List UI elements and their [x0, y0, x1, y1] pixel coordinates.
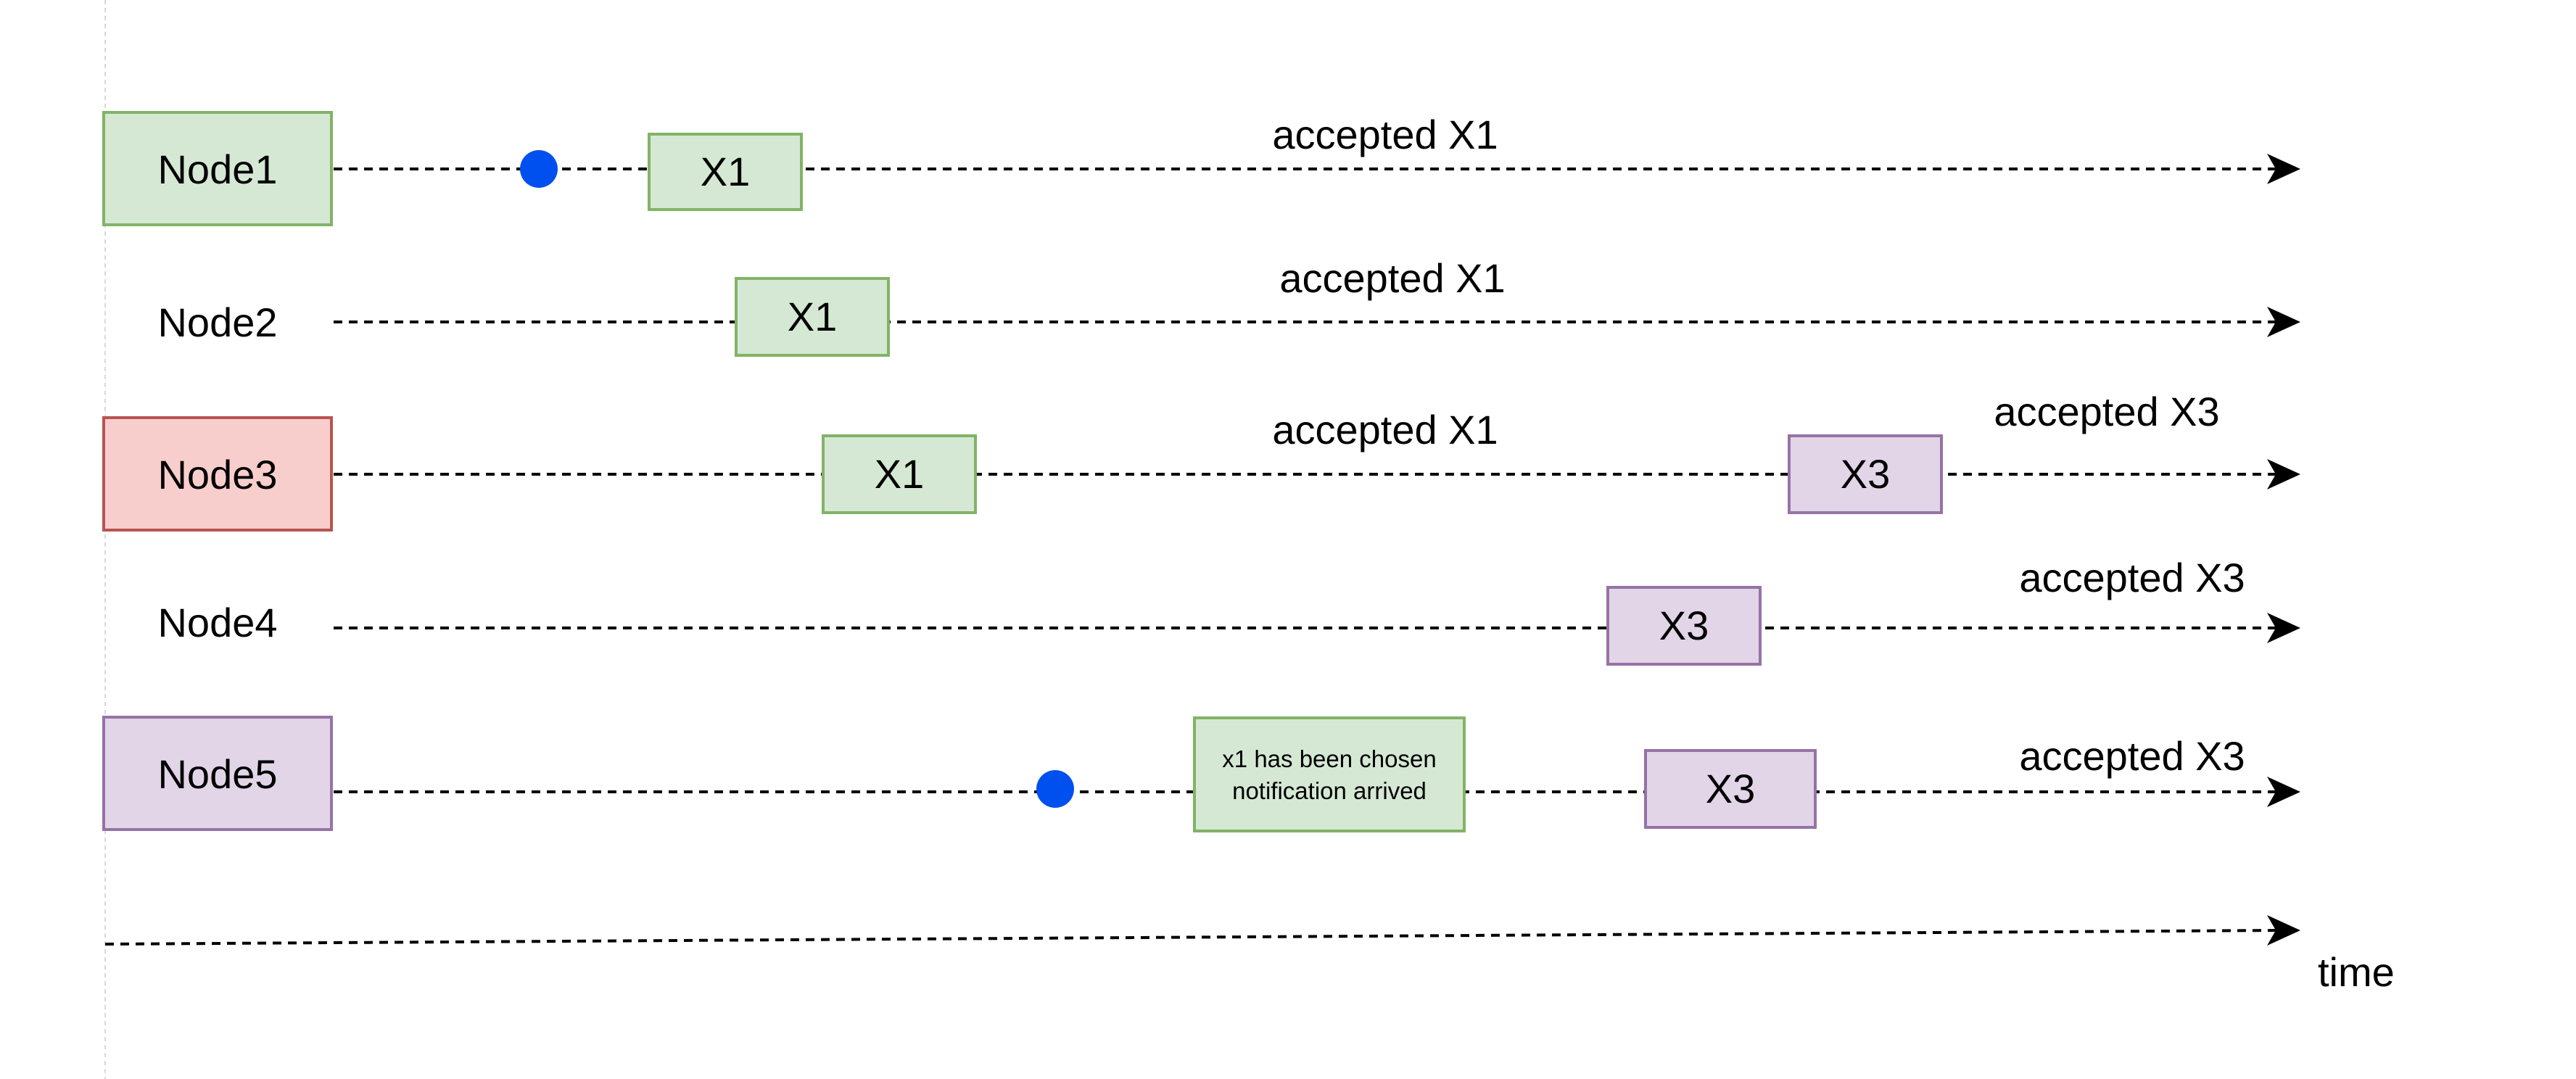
node2-timeline-arrowhead	[2267, 307, 2300, 337]
node4-accepted-label: accepted X3	[2019, 555, 2245, 600]
node5-accepted-label: accepted X3	[2019, 733, 2245, 779]
node1-x1-label: X1	[701, 149, 751, 194]
node4-x3-box[interactable]	[1606, 586, 1762, 666]
time-axis-label: time	[2318, 949, 2395, 995]
node3-x1-label: X1	[875, 451, 925, 497]
node5-box[interactable]	[102, 716, 333, 831]
node3-accepted-x1-label: accepted X1	[1272, 407, 1498, 452]
node5-timeline-arrowhead	[2267, 777, 2300, 807]
time-axis-line	[104, 929, 2278, 946]
node2-x1-label: X1	[788, 294, 838, 339]
node1-timeline-arrowhead	[2267, 154, 2300, 184]
time-axis-arrowhead	[2267, 915, 2300, 946]
node2-label: Node2	[157, 299, 277, 345]
node2-accepted-label: accepted X1	[1279, 255, 1505, 301]
notification-line-2: notification arrived	[1232, 777, 1427, 804]
node3-timeline-arrowhead	[2267, 459, 2300, 489]
node4-timeline-arrowhead	[2267, 613, 2300, 643]
node1-label: Node1	[157, 146, 277, 192]
node3-x3-label: X3	[1841, 451, 1891, 497]
node1-x1-box[interactable]	[648, 133, 803, 211]
node5-event-dot	[1036, 770, 1074, 808]
node3-x3-box[interactable]	[1788, 434, 1943, 514]
node3-label: Node3	[157, 452, 277, 497]
notification-box[interactable]	[1193, 716, 1466, 832]
node3-accepted-x3-label: accepted X3	[1994, 389, 2219, 434]
node1-event-dot	[520, 150, 558, 188]
node1-accepted-label: accepted X1	[1272, 112, 1498, 157]
notification-line-1: x1 has been chosen	[1222, 745, 1436, 772]
node3-x1-box[interactable]	[822, 434, 977, 514]
node4-label: Node4	[157, 600, 277, 645]
node5-x3-label: X3	[1706, 766, 1756, 811]
node1-box[interactable]	[102, 111, 333, 226]
node3-box[interactable]	[102, 416, 333, 532]
node2-x1-box[interactable]	[735, 277, 890, 357]
node4-x3-label: X3	[1659, 603, 1709, 648]
node5-x3-box[interactable]	[1644, 749, 1817, 829]
node5-label: Node5	[157, 751, 277, 797]
